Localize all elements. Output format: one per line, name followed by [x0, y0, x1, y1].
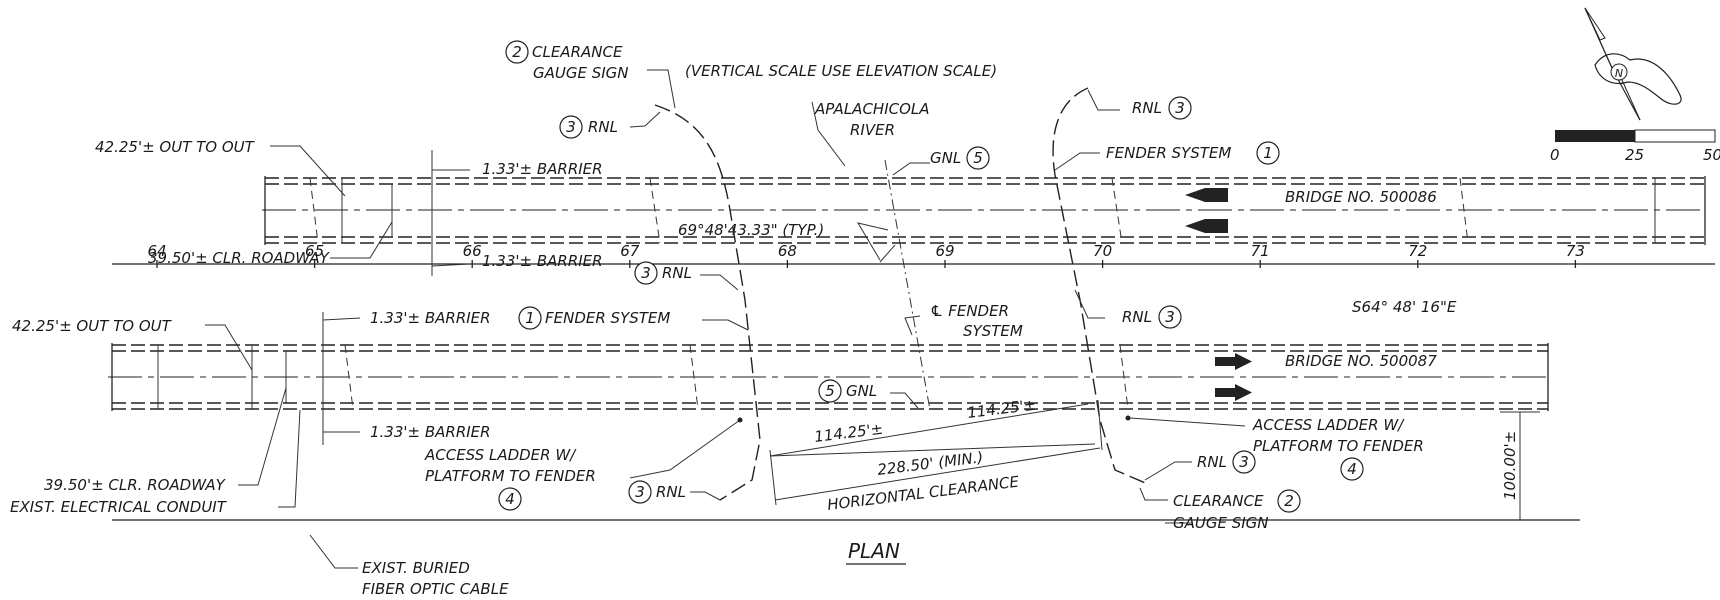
barrier-top-2-label: 1.33'± BARRIER — [482, 252, 603, 270]
vertical-scale-note: (VERTICAL SCALE USE ELEVATION SCALE) — [685, 62, 997, 80]
cl-fender-system-label: SYSTEM — [963, 322, 1023, 340]
access-ladder-left-1: ACCESS LADDER W/ — [424, 446, 577, 464]
station-label: 66 — [463, 242, 482, 260]
access-ladder-right-2: PLATFORM TO FENDER — [1253, 437, 1424, 455]
scale-tick-0: 0 — [1550, 146, 1560, 164]
fender-callout-number: 1 — [1263, 144, 1273, 162]
river-label: RIVER — [850, 121, 895, 139]
gnl-callout-number: 5 — [973, 149, 983, 167]
dim-114-left: 114.25'± — [813, 420, 884, 446]
scale-bar: 0 25 50 — [1550, 129, 1720, 164]
dimensions — [112, 69, 1580, 569]
gauge-sign-top-label: GAUGE SIGN — [533, 64, 629, 82]
access-ladder-left-2: PLATFORM TO FENDER — [425, 467, 596, 485]
plan-title: PLAN — [848, 539, 900, 563]
barrier-bottom-1-label: 1.33'± BARRIER — [370, 309, 491, 327]
rnl-label-bottom-left: RNL — [656, 483, 686, 501]
bridge-500086-label: BRIDGE NO. 500086 — [1285, 188, 1437, 206]
labels: 2 CLEARANCE GAUGE SIGN (VERTICAL SCALE U… — [10, 40, 1519, 598]
eastbound-arrow-icon — [1215, 353, 1252, 370]
callout-circle — [505, 40, 529, 64]
bearing-label: S64° 48' 16"E — [1352, 298, 1457, 316]
callout-number: 2 — [1284, 492, 1294, 510]
station-label: 72 — [1408, 242, 1427, 260]
clearance-sign-top-label: CLEARANCE — [532, 43, 623, 61]
gnl-label-bottom: GNL — [846, 382, 877, 400]
out-to-out-bottom-label: 42.25'± OUT TO OUT — [12, 317, 173, 335]
station-label: 68 — [778, 242, 797, 260]
station-label: 71 — [1251, 242, 1270, 260]
station-label: 70 — [1093, 242, 1112, 260]
angle-label: 69°48'43.33" (TYP.) — [678, 221, 824, 239]
eastbound-arrow-icon — [1215, 384, 1252, 401]
gauge-sign-bottom-label: GAUGE SIGN — [1173, 514, 1269, 532]
access-ladder-right-1: ACCESS LADDER W/ — [1252, 416, 1405, 434]
fender-callout-number: 1 — [525, 309, 535, 327]
out-to-out-top-label: 42.25'± OUT TO OUT — [95, 138, 256, 156]
rnl-label: RNL — [588, 118, 618, 136]
apalachicola-label: APALACHICOLA — [814, 100, 930, 118]
rnl-label-right: RNL — [1122, 308, 1152, 326]
fender-lines — [654, 87, 1151, 501]
westbound-arrow-icon — [1185, 188, 1228, 202]
rnl-callout-number: 3 — [1239, 453, 1249, 471]
access-callout-number: 4 — [505, 490, 515, 508]
westbound-arrow-icon — [1185, 219, 1228, 233]
station-label: 64 — [147, 242, 166, 260]
clr-roadway-bottom-label: 39.50'± CLR. ROADWAY — [44, 476, 227, 494]
fender-system-label-bottom: FENDER SYSTEM — [545, 309, 670, 327]
fender-system-label-top: FENDER SYSTEM — [1106, 144, 1231, 162]
north-letter: N — [1615, 67, 1623, 80]
electrical-conduit-label: EXIST. ELECTRICAL CONDUIT — [10, 498, 228, 516]
buried-cable-label-1: EXIST. BURIED — [362, 559, 470, 577]
rnl-label-top-right: RNL — [1132, 99, 1162, 117]
horizontal-clearance-label: HORIZONTAL CLEARANCE — [826, 473, 1020, 514]
station-label: 65 — [305, 242, 324, 260]
clearance-sign-bottom-label: CLEARANCE — [1173, 492, 1264, 510]
callout-number: 2 — [512, 43, 522, 61]
bridge-500087-label: BRIDGE NO. 500087 — [1285, 352, 1437, 370]
florida-outline-icon — [1594, 53, 1682, 105]
baseline: 64 65 66 67 68 69 70 71 72 73 — [112, 242, 1715, 268]
rnl-callout-number: 3 — [1165, 308, 1175, 326]
rnl-label-bottom-right: RNL — [1197, 453, 1227, 471]
scale-tick-50: 50 — [1703, 146, 1720, 164]
rnl-callout-number: 3 — [1175, 99, 1185, 117]
dim-100-label: 100.00'± — [1501, 431, 1519, 500]
rnl-label-mid: RNL — [662, 264, 692, 282]
rnl-callout-number: 3 — [635, 483, 645, 501]
barrier-bottom-2-label: 1.33'± BARRIER — [370, 423, 491, 441]
bridge-500087 — [108, 343, 1550, 411]
station-label: 73 — [1566, 242, 1585, 260]
station-label: 69 — [935, 242, 954, 260]
bridge-500086 — [262, 176, 1706, 245]
buried-cable-label-2: FIBER OPTIC CABLE — [362, 580, 509, 598]
scale-tick-25: 25 — [1625, 146, 1644, 164]
rnl-callout-number: 3 — [566, 118, 576, 136]
cl-fender-label: ℄ FENDER — [930, 302, 1009, 320]
gnl-label-top: GNL — [930, 149, 961, 167]
station-label: 67 — [620, 242, 640, 260]
north-arrow-icon: N — [1584, 7, 1682, 121]
rnl-callout-number: 3 — [641, 264, 651, 282]
gnl-callout-number: 5 — [825, 382, 835, 400]
clr-roadway-top-label: 39.50'± CLR. ROADWAY — [148, 249, 331, 267]
barrier-top-1-label: 1.33'± BARRIER — [482, 160, 603, 178]
access-callout-number: 4 — [1347, 460, 1357, 478]
dim-228: 228.50' (MIN.) — [876, 448, 984, 479]
